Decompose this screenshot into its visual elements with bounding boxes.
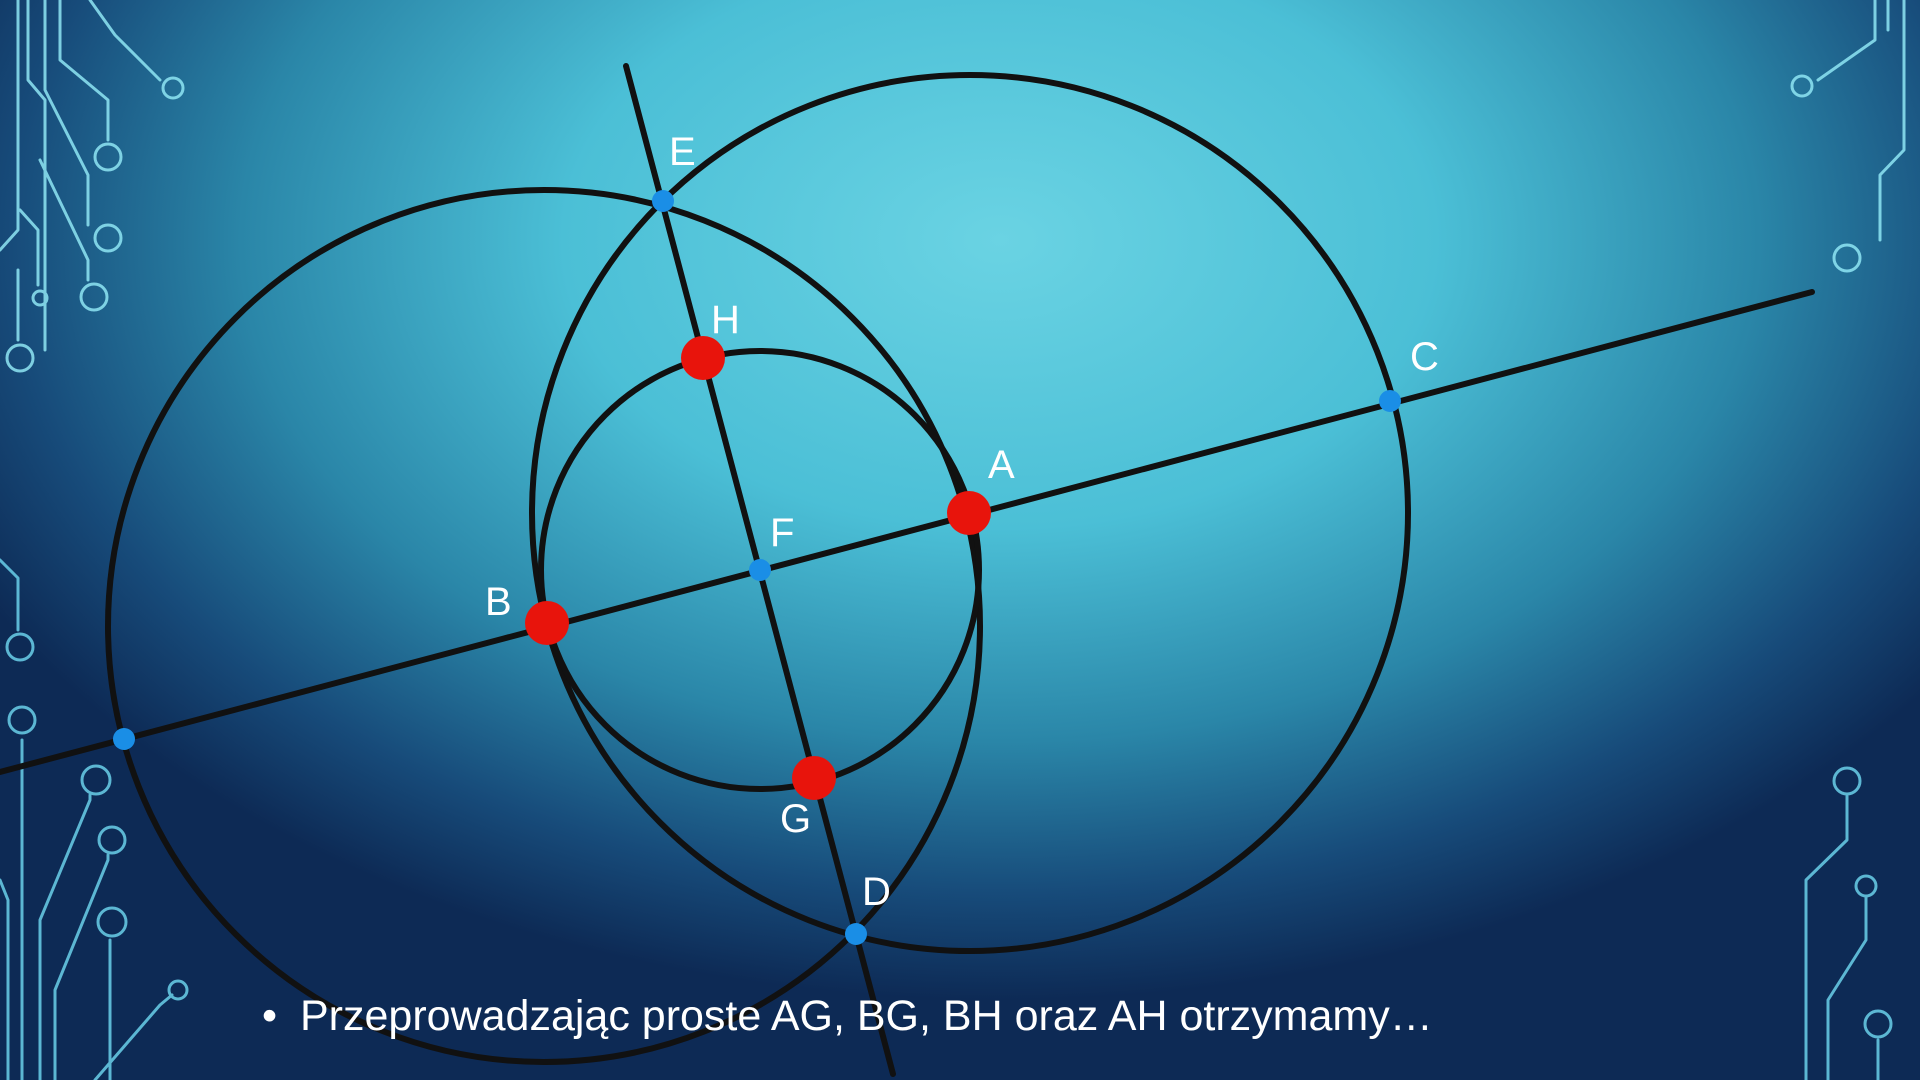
circuit-bottom-left — [0, 558, 189, 1080]
point-left-intersection — [113, 728, 135, 750]
label-d: D — [862, 870, 891, 914]
caption-text: Przeprowadzając proste AG, BG, BH oraz A… — [300, 992, 1433, 1040]
circle-right-large — [529, 72, 1411, 954]
circle-small-diameter-ab — [538, 348, 982, 792]
label-c: C — [1410, 335, 1439, 379]
line-through-a-b — [0, 289, 1815, 775]
point-h — [681, 336, 725, 380]
bullet: • — [262, 992, 278, 1040]
caption: • Przeprowadzając proste AG, BG, BH oraz … — [262, 992, 1433, 1041]
point-d — [845, 923, 867, 945]
label-h: H — [711, 298, 740, 342]
point-f — [749, 559, 771, 581]
label-a: A — [988, 443, 1015, 487]
point-c — [1379, 390, 1401, 412]
label-b: B — [485, 580, 512, 624]
circuit-top-left — [0, 0, 185, 373]
label-g: G — [780, 797, 811, 841]
point-g — [792, 756, 836, 800]
label-e: E — [669, 130, 696, 174]
circle-left-large — [105, 187, 983, 1065]
circuit-bottom-right — [1804, 766, 1893, 1080]
point-a — [947, 491, 991, 535]
circuit-top-right — [1790, 0, 1906, 273]
label-f: F — [770, 511, 794, 555]
point-e — [652, 190, 674, 212]
point-b — [525, 601, 569, 645]
